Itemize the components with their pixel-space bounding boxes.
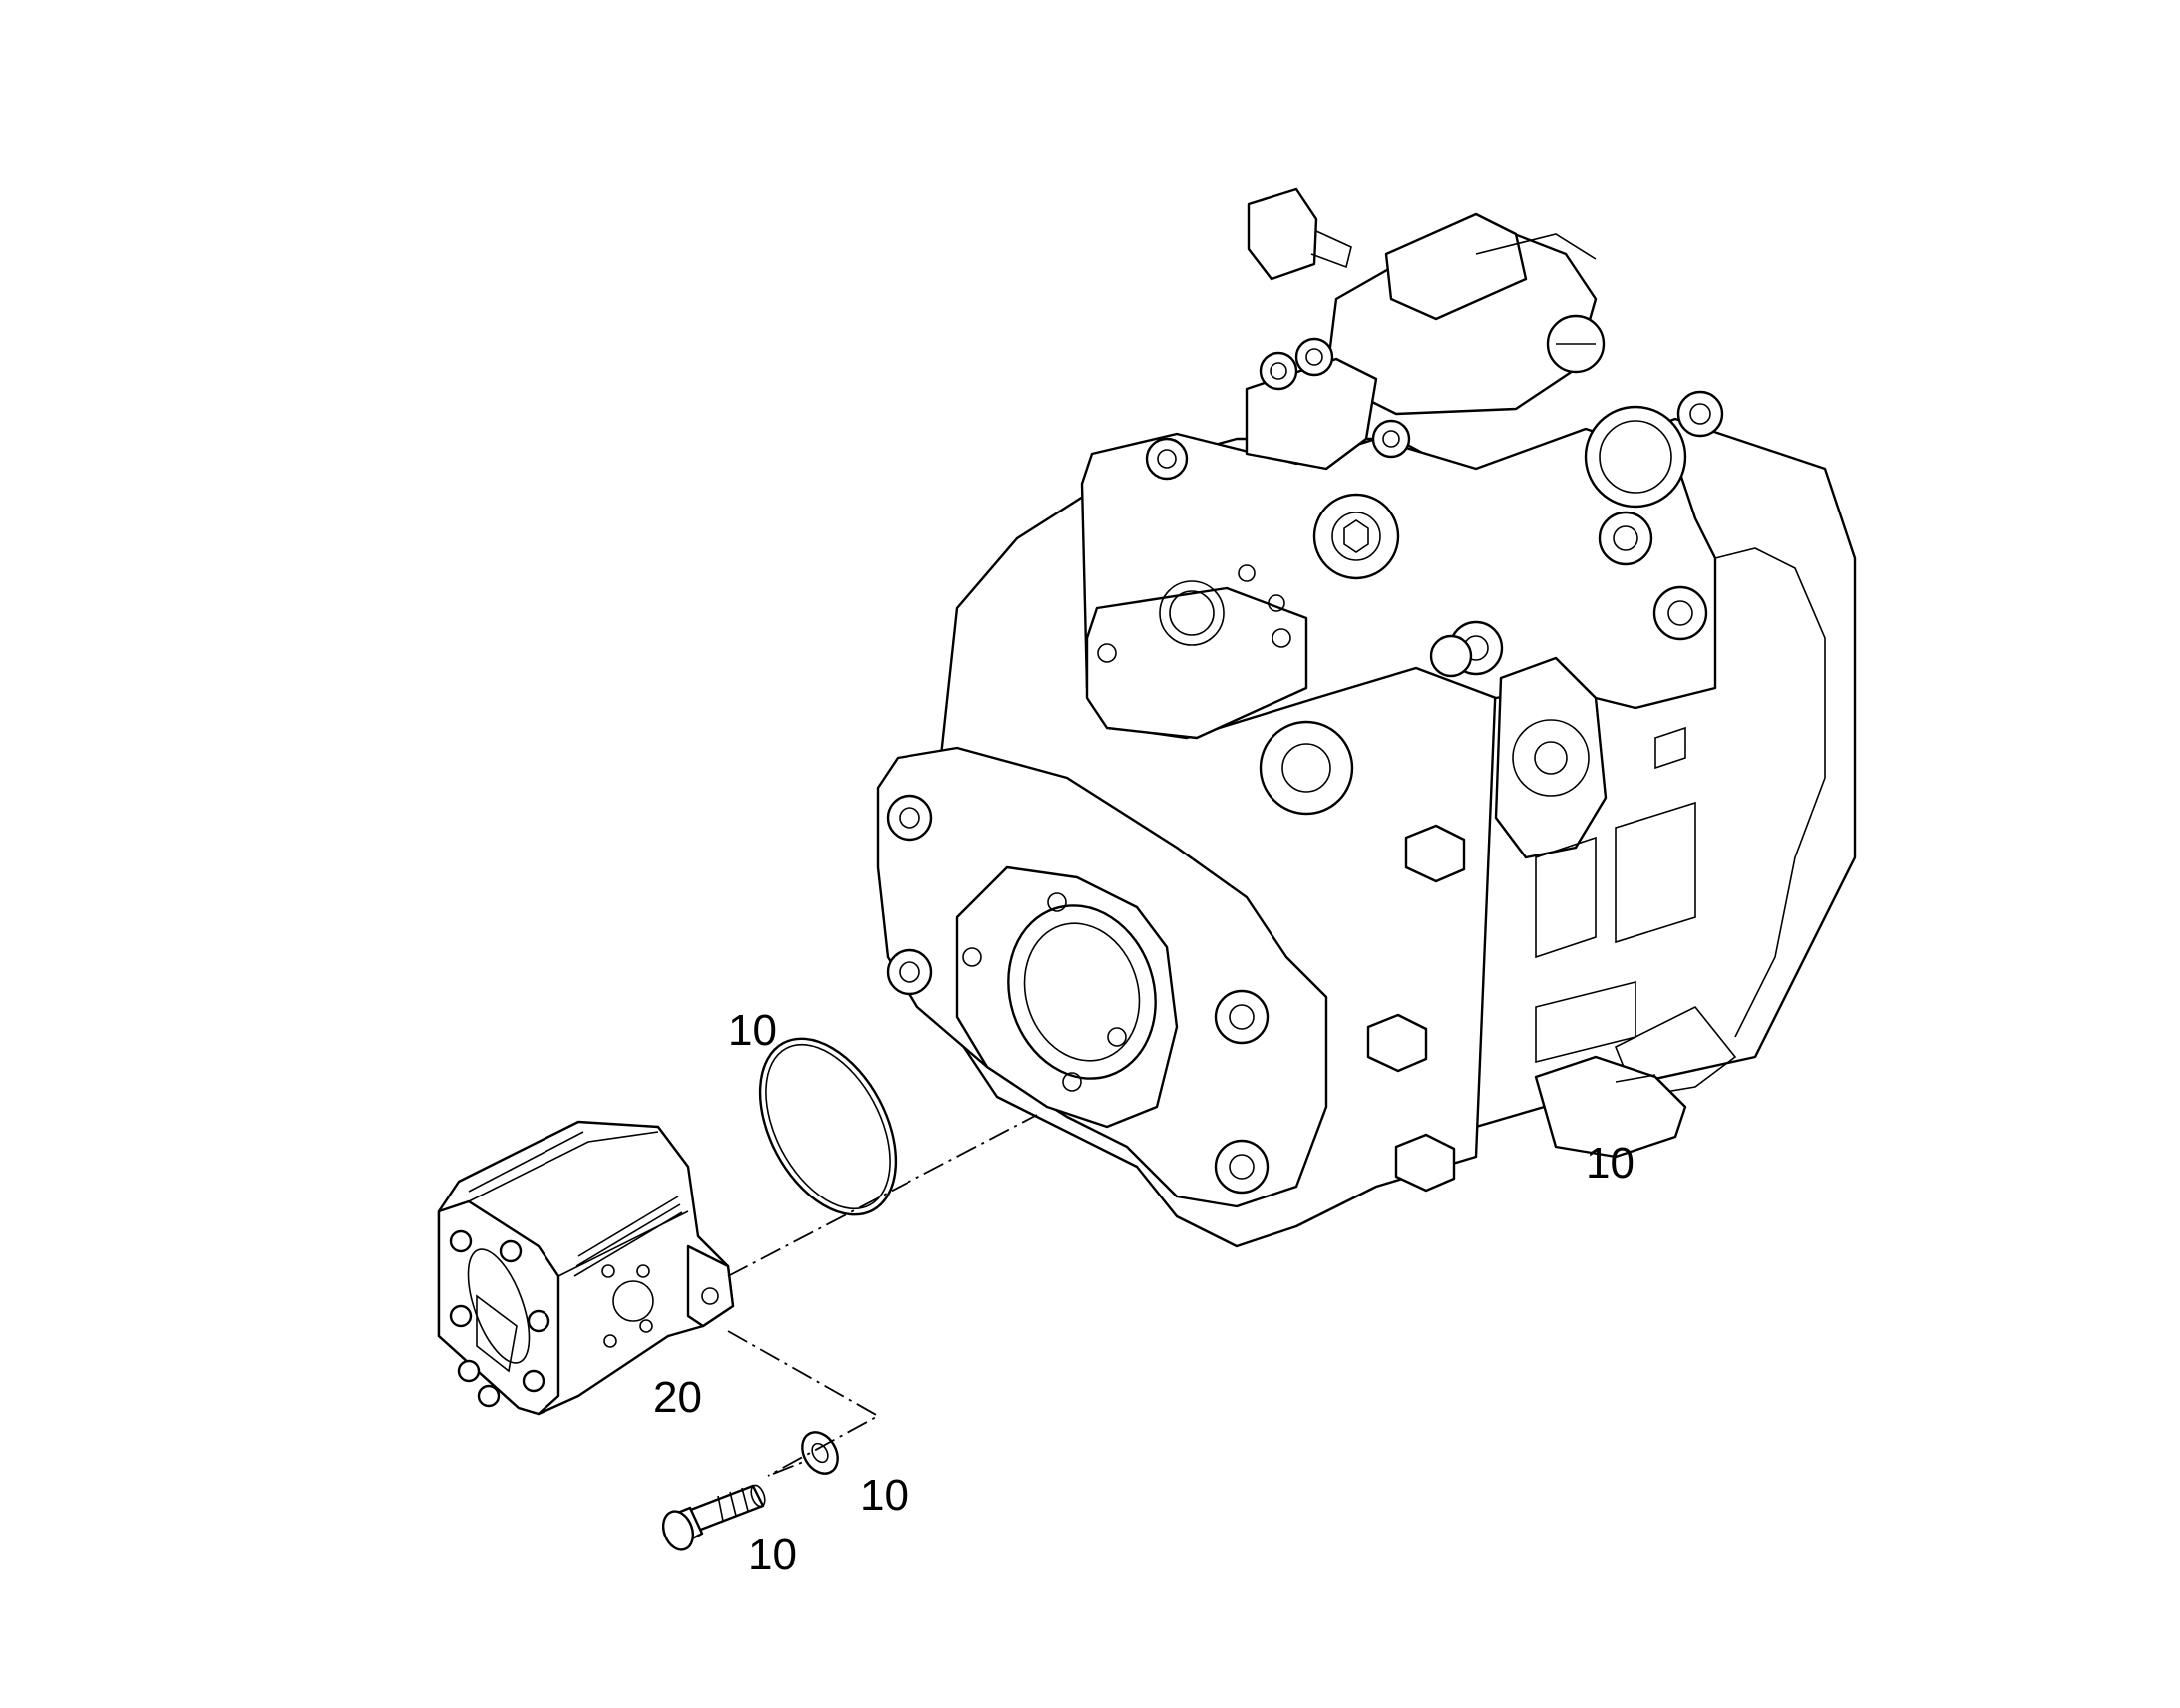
callout-bolt: 10 [748,1531,797,1579]
gear-pump[interactable] [437,1120,735,1416]
callout-main-pump: 10 [1586,1139,1635,1188]
flange-bolt [886,794,933,842]
flange-bolt [886,948,933,996]
callout-o-ring: 10 [728,1006,777,1055]
bolt[interactable] [658,1484,767,1554]
assembly-lines [727,1114,1038,1477]
callout-washer: 10 [860,1471,908,1520]
flange-bolt [1214,1139,1270,1195]
washer[interactable] [795,1426,845,1480]
flange-bolt [1214,989,1270,1045]
o-ring[interactable] [732,1016,923,1237]
callout-gear-pump: 20 [653,1373,702,1422]
main-pump-assembly[interactable] [876,187,1857,1248]
